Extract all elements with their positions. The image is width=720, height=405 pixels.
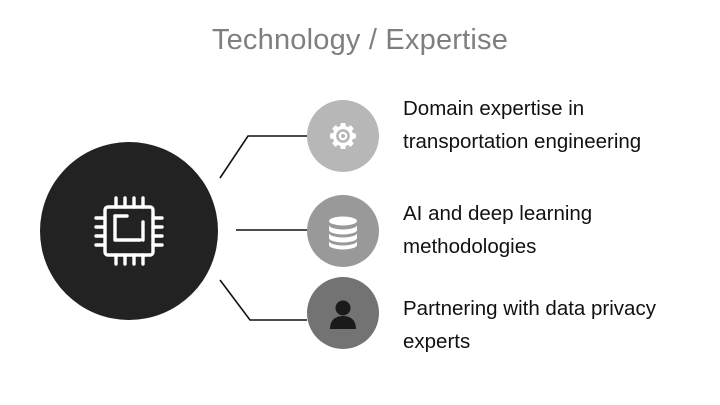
gear-icon — [330, 123, 356, 149]
label-line: methodologies — [403, 235, 537, 258]
label-line: AI and deep learning — [403, 202, 593, 225]
label-line: Domain expertise in — [403, 97, 585, 120]
label-line: transportation engineering — [403, 130, 642, 153]
cpu-chip-icon — [94, 196, 164, 266]
node-data-privacy — [307, 277, 379, 349]
node-domain-expertise — [307, 100, 379, 172]
label-data-privacy: Partnering with data privacy experts — [403, 292, 703, 358]
hub-circle — [40, 142, 218, 320]
label-line: experts — [403, 330, 471, 353]
connector-line-bottom — [219, 279, 307, 321]
node-ai-deep-learning — [307, 195, 379, 267]
label-domain-expertise: Domain expertise in transportation engin… — [403, 92, 703, 158]
slide-title: Technology / Expertise — [211, 24, 509, 56]
label-line: Partnering with data privacy — [403, 297, 656, 320]
label-ai-deep-learning: AI and deep learning methodologies — [403, 197, 703, 263]
connector-line-top — [219, 135, 307, 179]
user-icon — [330, 300, 356, 329]
database-icon — [329, 216, 357, 250]
